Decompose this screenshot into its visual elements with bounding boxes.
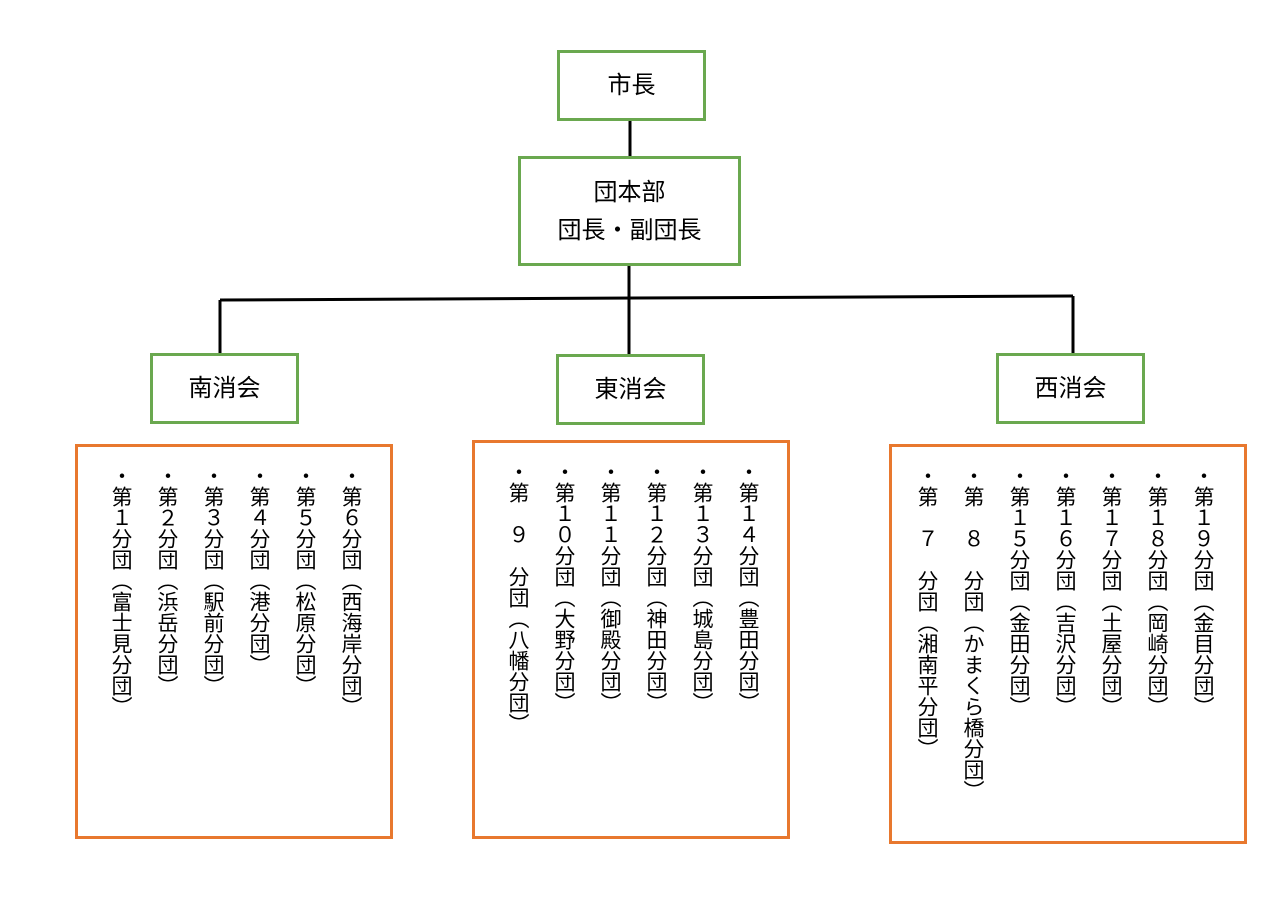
unit-item: ・第５分団（松原分団） [293,465,317,696]
branch-east-node: 東消会 [556,354,705,425]
unit-item: ・第１４分団（豊田分団） [736,461,760,713]
unit-item: ・第 ７ 分団（湘南平分団） [915,465,939,759]
unit-item: ・第１５分団（金田分団） [1007,465,1031,717]
unit-item: ・第 ９ 分団（八幡分団） [506,461,530,734]
unit-item: ・第１１分団（御殿分団） [598,461,622,713]
unit-item: ・第１８分団（岡崎分団） [1145,465,1169,717]
branch-east-label: 東消会 [594,375,667,404]
unit-item: ・第１７分団（土屋分団） [1099,465,1123,717]
unit-item: ・第 ８ 分団（かまくら橋分団） [961,465,985,801]
west-units-box: ・第１９分団（金目分団） ・第１８分団（岡崎分団） ・第１７分団（土屋分団） ・… [889,444,1247,844]
unit-item: ・第１０分団（大野分団） [552,461,576,713]
branch-west-node: 西消会 [996,353,1145,424]
unit-item: ・第３分団（駅前分団） [201,465,225,696]
unit-item: ・第１９分団（金目分団） [1191,465,1215,717]
branch-south-label: 南消会 [188,374,261,403]
headquarters-subtitle: 団長・副団長 [557,216,702,244]
branch-south-node: 南消会 [150,353,299,424]
unit-item: ・第１２分団（神田分団） [644,461,668,713]
unit-item: ・第４分団（港分団） [247,465,271,675]
east-units-box: ・第１４分団（豊田分団） ・第１３分団（城島分団） ・第１２分団（神田分団） ・… [472,440,790,839]
mayor-node: 市長 [557,50,706,121]
unit-item: ・第１分団（富士見分団） [109,465,133,717]
unit-item: ・第６分団（西海岸分団） [339,465,363,717]
headquarters-node: 団本部 団長・副団長 [518,156,741,266]
mayor-label: 市長 [607,71,656,100]
unit-item: ・第１６分団（吉沢分団） [1053,465,1077,717]
unit-item: ・第１３分団（城島分団） [690,461,714,713]
unit-item: ・第２分団（浜岳分団） [155,465,179,696]
branch-west-label: 西消会 [1034,374,1107,403]
headquarters-title: 団本部 [593,177,666,206]
south-units-box: ・第６分団（西海岸分団） ・第５分団（松原分団） ・第４分団（港分団） ・第３分… [75,444,393,839]
connector-horizontal [219,294,1074,302]
